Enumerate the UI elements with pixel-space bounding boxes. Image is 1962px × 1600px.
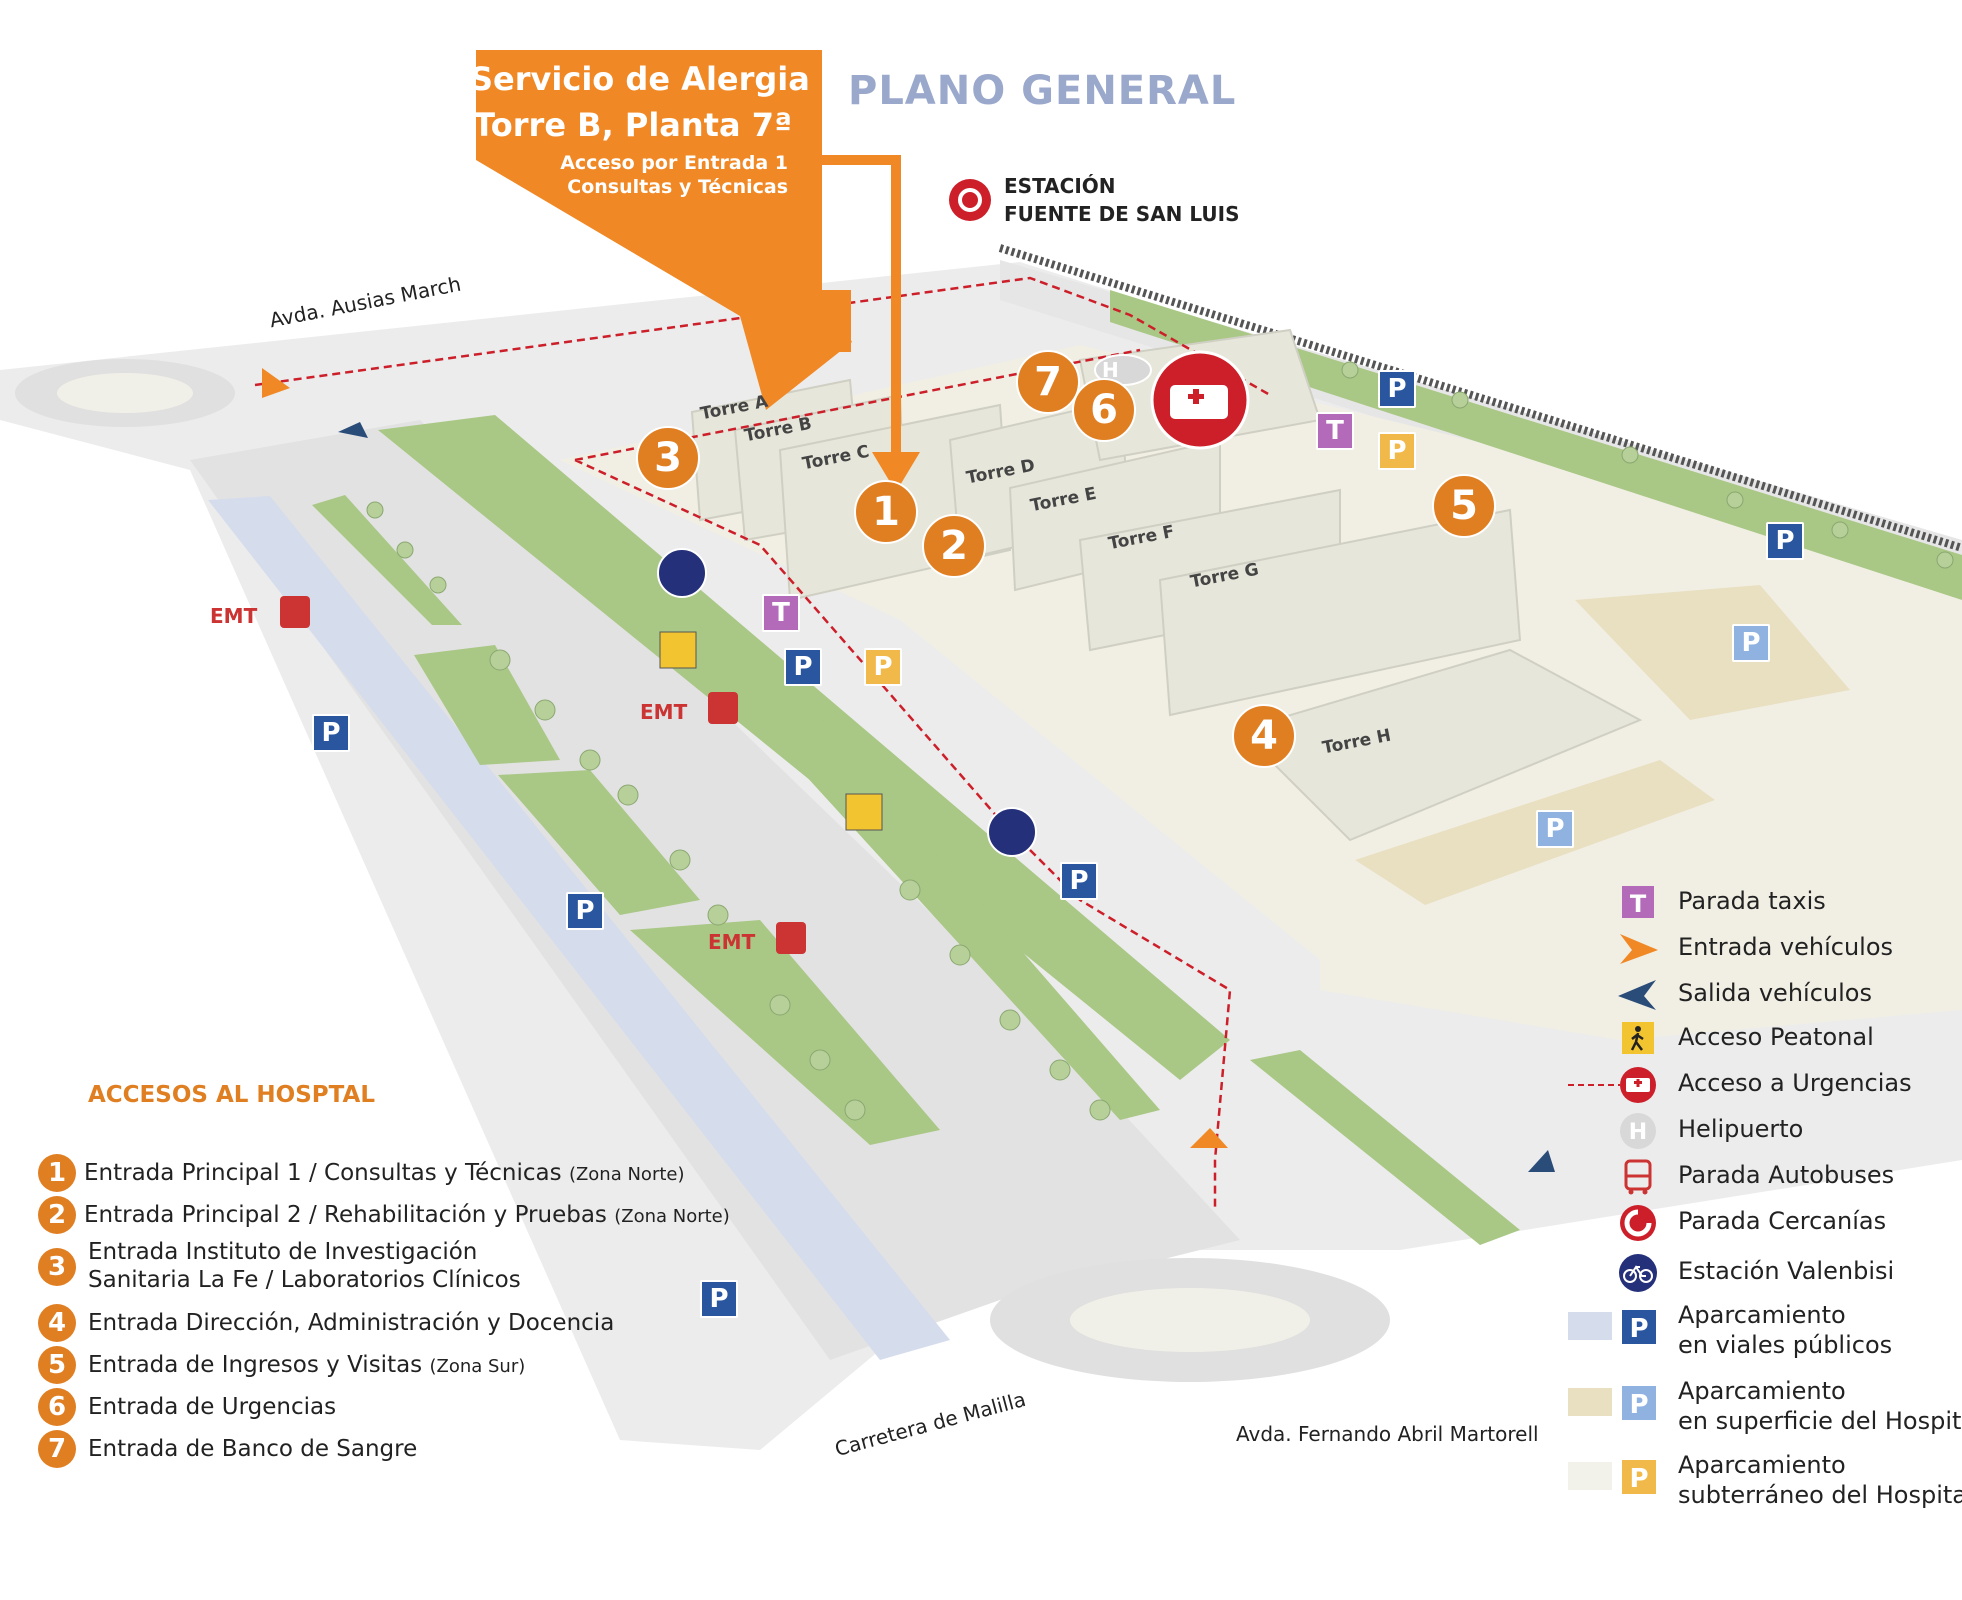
parking-underground-marker: P [864,648,902,686]
callout-consultas: Consultas y Técnicas [567,176,788,198]
legend-vehicle-exit: Salida vehículos [1618,976,1958,1014]
legend-bicycle: Estación Valenbisi [1618,1254,1958,1292]
emergency-marker [1150,350,1250,450]
pedestrian-markers [659,631,883,831]
vehicle-entry-arrow-icon [1620,934,1658,964]
page-title: PLANO GENERAL [848,68,1237,114]
station-label: ESTACIÓN FUENTE DE SAN LUIS [1004,174,1240,226]
svg-text:P: P [1629,1464,1648,1494]
legend-public-parking: P Aparcamiento en viales públicos [1568,1300,1958,1360]
taxi-marker: T [1316,412,1354,450]
bicycle-markers [657,548,1037,857]
entrance-7-marker: 7 [1016,350,1080,414]
helipad-icon: H [1620,1113,1656,1149]
legend-taxi: T Parada taxis [1618,884,1958,922]
svg-text:T: T [1630,890,1647,918]
legend-pedestrian: Acceso Peatonal [1618,1020,1958,1058]
legend-helipad: H Helipuerto [1618,1112,1958,1150]
surface-parking-zones [1355,585,1850,905]
svg-text:H: H [1629,1120,1647,1145]
entrance-6-marker: 6 [1072,378,1136,442]
access-number: 7 [38,1430,76,1468]
public-parking-icon: P [1568,1310,1656,1344]
green-strips [312,415,1520,1245]
legend-bus: Parada Autobuses [1618,1158,1958,1196]
parking-surface-marker: P [1536,810,1574,848]
parking-public-marker: P [1766,522,1804,560]
emt-label: EMT [640,700,688,724]
parking-surface-marker: P [1732,624,1770,662]
parking-public-marker: P [700,1280,738,1318]
entrance-3-marker: 3 [636,426,700,490]
access-number: 6 [38,1388,76,1426]
train-station-marker [949,179,991,221]
legend-train: Parada Cercanías [1618,1204,1958,1242]
bicycle-icon [1619,1254,1657,1292]
taxi-marker: T [762,594,800,632]
entrance-5-marker: 5 [1432,474,1496,538]
railway [998,244,1962,600]
access-number: 5 [38,1346,76,1384]
surface-parking-icon: P [1568,1386,1656,1420]
access-number: 3 [38,1248,76,1286]
callout-location: Torre B, Planta 7ª [473,106,792,144]
callout-access: Acceso por Entrada 1 [560,152,788,174]
emergency-icon [1568,1067,1656,1103]
svg-text:P: P [1629,1314,1648,1344]
access-number: 2 [38,1196,76,1234]
callout-service: Servicio de Alergia [470,60,810,98]
legend-vehicle-entry: Entrada vehículos [1618,930,1958,968]
train-icon [1620,1205,1656,1241]
access-number: 1 [38,1154,76,1192]
parking-public-marker: P [312,714,350,752]
vehicle-exit-arrow-icon [1618,980,1656,1010]
taxi-icon: T [1622,886,1654,918]
parking-public-marker: P [784,648,822,686]
entrance-2-marker: 2 [922,514,986,578]
bus-icon [1624,1159,1652,1195]
parking-underground-marker: P [1378,432,1416,470]
bus-markers [280,596,806,954]
vehicle-arrows [262,368,1555,1172]
pedestrian-icon [1622,1022,1654,1054]
legend-underground-parking: P Aparcamiento subterráneo del Hospital [1568,1450,1962,1510]
allergy-callout [476,50,920,492]
legend-emergency: Acceso a Urgencias [1568,1066,1958,1104]
entrance-4-marker: 4 [1232,704,1296,768]
parking-public-marker: P [1060,862,1098,900]
parking-public-marker: P [1378,370,1416,408]
access-number: 4 [38,1304,76,1342]
trees [366,361,1954,1121]
underground-parking-icon: P [1568,1460,1656,1494]
helipad-letter: H [1102,358,1119,382]
street-fernando-abril: Avda. Fernando Abril Martorell [1236,1422,1539,1446]
accesses-title: ACCESOS AL HOSPTAL [88,1082,376,1108]
emt-label: EMT [210,604,258,628]
parking-public-marker: P [566,892,604,930]
emt-label: EMT [708,930,756,954]
legend-surface-parking: P Aparcamiento en superficie del Hospita… [1568,1376,1962,1436]
entrance-1-marker: 1 [854,480,918,544]
svg-text:P: P [1629,1390,1648,1420]
